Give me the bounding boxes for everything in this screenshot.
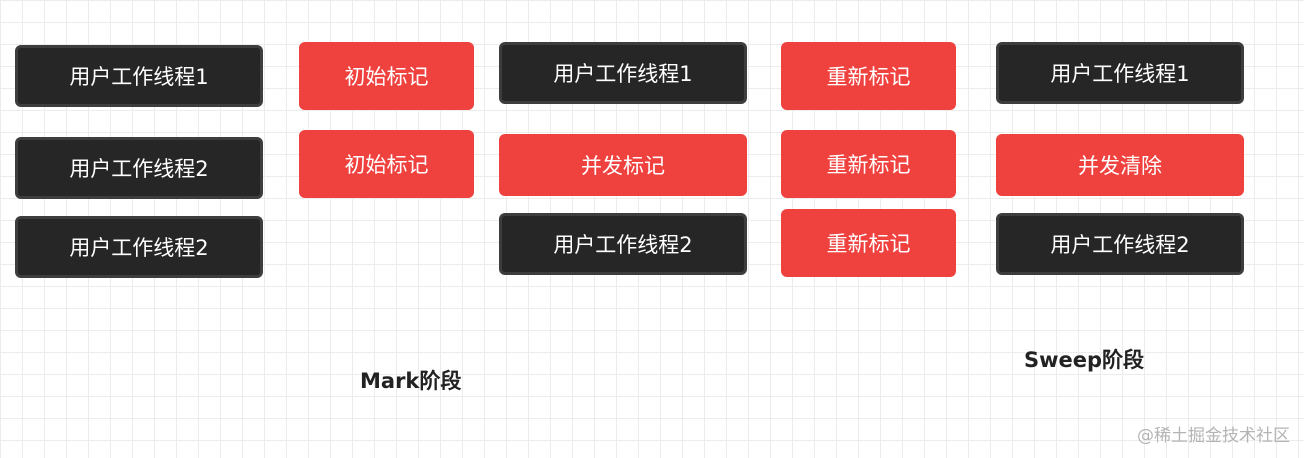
thread-box-col5-1: 用户工作线程1 [996,42,1244,104]
thread-label: 用户工作线程1 [553,62,693,86]
thread-box-col1-3: 用户工作线程2 [15,216,263,278]
thread-box-col1-1: 用户工作线程1 [15,45,263,107]
gc-label: 重新标记 [826,65,911,89]
thread-label: 用户工作线程2 [553,233,693,257]
remark-box-2: 重新标记 [781,130,956,198]
mark-phase-label: Mark阶段 [360,369,462,393]
initial-mark-box-1: 初始标记 [299,42,474,110]
thread-box-col3-2: 用户工作线程2 [499,213,747,275]
watermark: @稀土掘金技术社区 [1137,426,1290,446]
sweep-phase-label: Sweep阶段 [1024,348,1145,372]
thread-label: 用户工作线程1 [1050,62,1190,86]
gc-label: 初始标记 [344,153,429,177]
thread-box-col5-2: 用户工作线程2 [996,213,1244,275]
gc-label: 重新标记 [826,232,911,256]
concurrent-sweep-box: 并发清除 [996,134,1244,196]
remark-box-1: 重新标记 [781,42,956,110]
gc-label: 并发标记 [581,154,665,178]
thread-label: 用户工作线程2 [69,157,209,181]
gc-label: 重新标记 [826,153,911,177]
thread-label: 用户工作线程2 [69,236,209,260]
gc-label: 并发清除 [1078,154,1162,178]
thread-box-col3-1: 用户工作线程1 [499,42,747,104]
concurrent-mark-box: 并发标记 [499,134,747,196]
gc-label: 初始标记 [344,65,429,89]
initial-mark-box-2: 初始标记 [299,130,474,198]
remark-box-3: 重新标记 [781,209,956,277]
thread-box-col1-2: 用户工作线程2 [15,137,263,199]
thread-label: 用户工作线程1 [69,65,209,89]
thread-label: 用户工作线程2 [1050,233,1190,257]
